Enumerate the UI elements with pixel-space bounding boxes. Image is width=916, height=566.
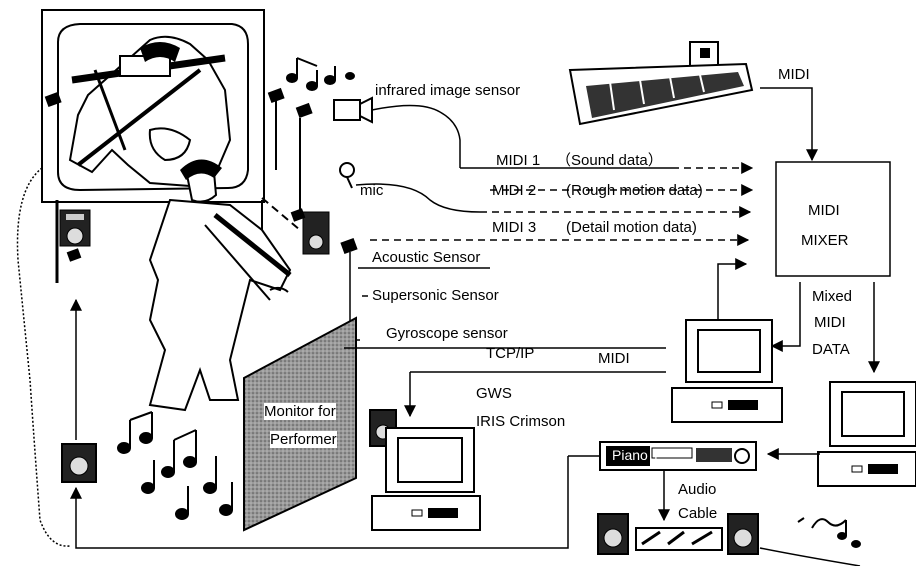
music-notes-bottom — [118, 412, 232, 519]
projection-screen — [42, 10, 264, 202]
midi2-desc: (Rough motion data) — [566, 182, 703, 199]
tcpip-label: TCP/IP — [486, 345, 534, 362]
infrared-camera-icon — [334, 98, 460, 168]
performer-monitor-panel — [244, 318, 356, 530]
midi-gws-label: MIDI — [598, 350, 630, 367]
piano-module-label: Piano 1 — [612, 447, 659, 464]
gws-computer-icon — [372, 428, 480, 530]
mixed-midi-label-2: MIDI — [814, 314, 846, 331]
supersonic-sensor-label: Supersonic Sensor — [372, 287, 499, 304]
mixed-midi-label-1: Mixed — [812, 288, 852, 305]
music-notes-bottom-right — [798, 518, 860, 547]
acoustic-sensor-label: Acoustic Sensor — [372, 249, 480, 266]
computer-1-icon — [672, 320, 782, 422]
midi1-label: MIDI 1 — [496, 152, 540, 169]
midi-keyboard-label: MIDI — [778, 66, 810, 83]
midi3-desc: (Detail motion data) — [566, 219, 697, 236]
mixer-label-line2: MIXER — [801, 232, 849, 249]
music-notes-top — [287, 58, 354, 90]
iris-crimson-label: IRIS Crimson — [476, 413, 565, 430]
infrared-sensor-label: infrared image sensor — [375, 82, 520, 99]
mic-label: mic — [360, 182, 383, 199]
midi-mixer-box — [776, 162, 890, 276]
gws-label: GWS — [476, 385, 512, 402]
computer-2-icon — [818, 382, 916, 486]
floor-speaker-left-icon — [62, 444, 96, 482]
audio-cable-label-2: Cable — [678, 505, 717, 522]
audio-cable-label-1: Audio — [678, 481, 716, 498]
mixer-label-line1: MIDI — [808, 202, 840, 219]
monitor-label-1: Monitor for — [264, 403, 336, 420]
midi1-desc: （Sound data） — [556, 152, 663, 169]
monitor-label-2: Performer — [270, 431, 337, 448]
midi3-label: MIDI 3 — [492, 219, 536, 236]
midi2-label: MIDI 2 — [492, 182, 536, 199]
keyboard-synth-icon — [570, 42, 752, 124]
left-speaker-stand — [57, 200, 90, 283]
mixed-midi-label-3: DATA — [812, 341, 850, 358]
gyroscope-sensor-label: Gyroscope sensor — [386, 325, 508, 342]
